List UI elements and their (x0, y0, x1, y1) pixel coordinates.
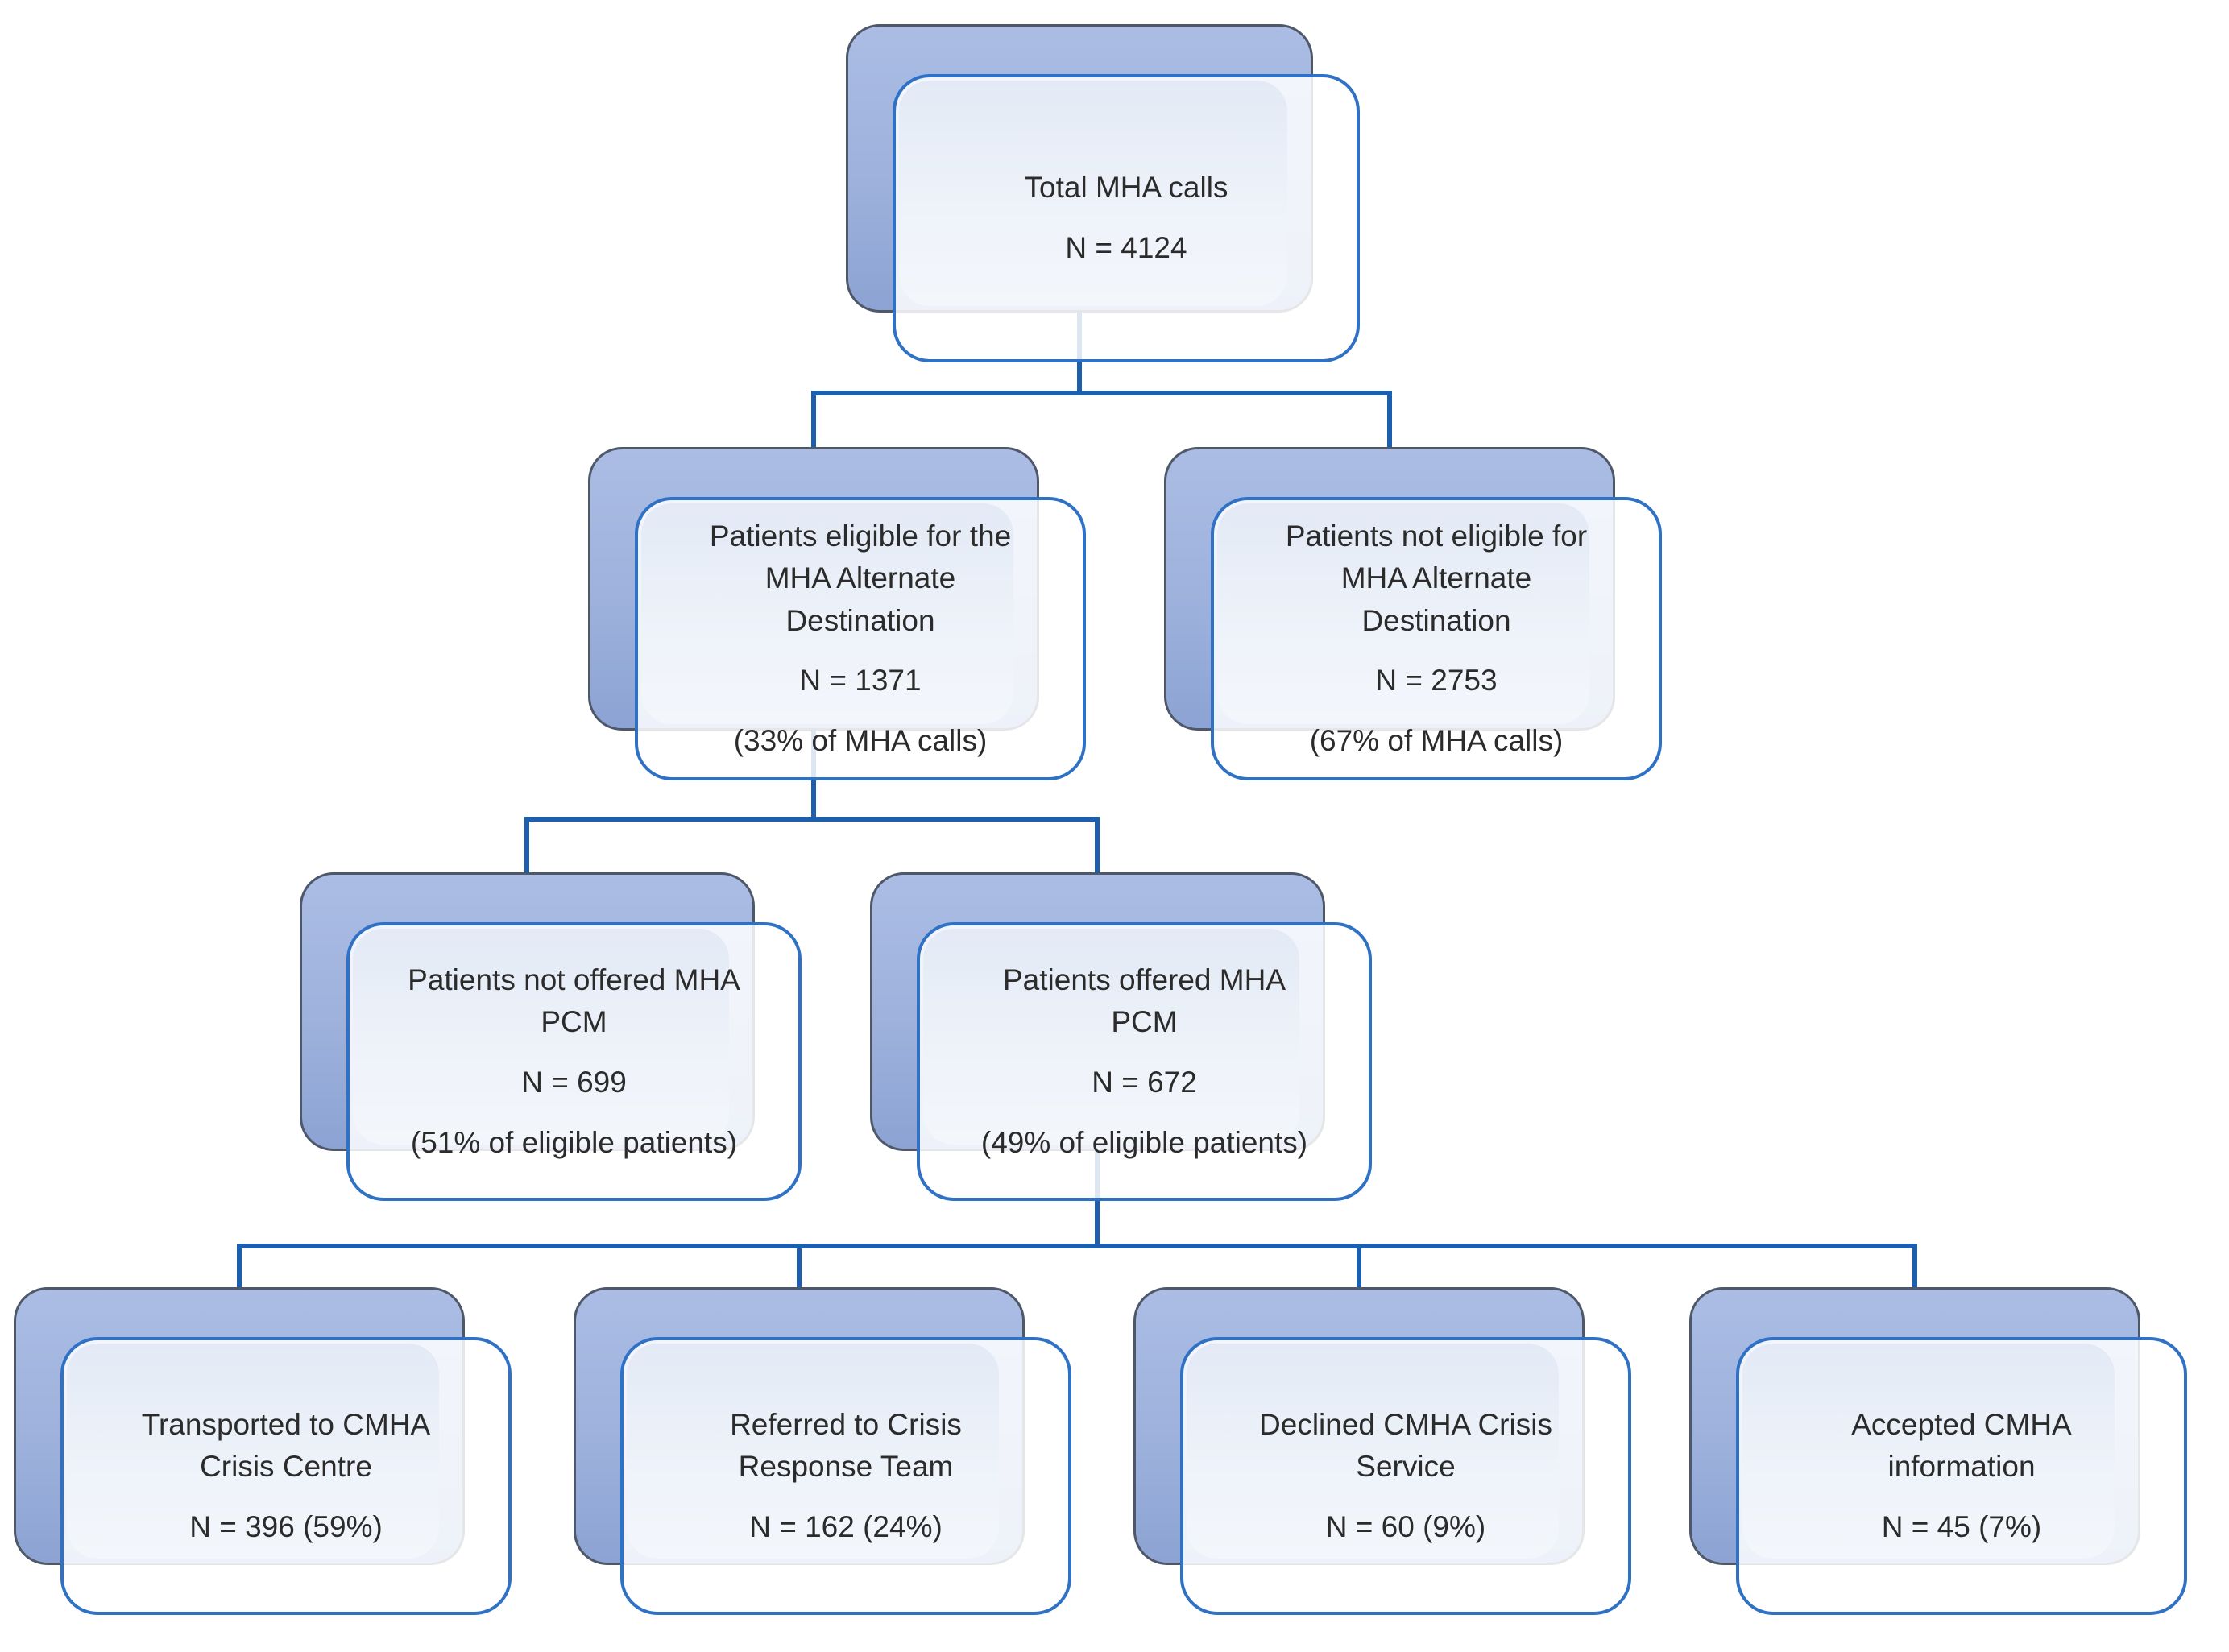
node-title: Transported to CMHA Crisis Centre (141, 1407, 431, 1484)
node-count: N = 2753 (1375, 664, 1498, 698)
connector-level2-horizontal (811, 391, 1392, 395)
node-count: N = 4124 (1065, 231, 1187, 264)
node-percent: (33% of MHA calls) (733, 723, 988, 757)
node-total-mha-calls: Total MHA calls N = 4124 (893, 74, 1360, 362)
node-percent: (67% of MHA calls) (1309, 723, 1564, 757)
node-percent: (49% of eligible patients) (980, 1125, 1308, 1159)
connector-drop-transported (237, 1244, 242, 1296)
connector-drop-accepted (1912, 1244, 1917, 1296)
node-count: N = 672 (1092, 1066, 1197, 1099)
node-accepted-information: Accepted CMHA information N = 45 (7%) (1736, 1337, 2187, 1615)
node-transported-crisis-centre: Transported to CMHA Crisis Centre N = 39… (60, 1337, 512, 1615)
node-referred-crisis-response: Referred to Crisis Response Team N = 162… (620, 1337, 1071, 1615)
node-title: Patients not offered MHA PCM (408, 963, 740, 1039)
node-title: Declined CMHA Crisis Service (1259, 1407, 1552, 1484)
node-count: N = 1371 (799, 664, 922, 698)
connector-drop-referred (797, 1244, 802, 1296)
node-count: N = 60 (9%) (1325, 1509, 1486, 1543)
node-count: N = 45 (7%) (1881, 1509, 2042, 1543)
connector-drop-eligible (811, 391, 816, 456)
connector-drop-not-offered (524, 817, 529, 881)
node-count: N = 396 (59%) (189, 1509, 383, 1543)
node-title: Total MHA calls (1024, 171, 1228, 205)
node-title: Patients offered MHA PCM (1003, 963, 1286, 1039)
connector-drop-not-eligible (1387, 391, 1392, 456)
connector-drop-offered (1095, 817, 1100, 881)
node-count: N = 162 (24%) (749, 1509, 943, 1543)
node-patients-eligible: Patients eligible for the MHA Alternate … (635, 497, 1086, 780)
node-patients-offered-pcm: Patients offered MHA PCM N = 672 (49% of… (917, 922, 1372, 1201)
node-title: Patients not eligible for MHA Alternate … (1285, 519, 1588, 637)
node-declined-crisis-service: Declined CMHA Crisis Service N = 60 (9%) (1180, 1337, 1631, 1615)
node-title: Accepted CMHA information (1851, 1407, 2072, 1484)
connector-level4-horizontal (237, 1244, 1917, 1248)
node-title: Patients eligible for the MHA Alternate … (709, 519, 1012, 637)
connector-drop-declined (1357, 1244, 1361, 1296)
connector-level3-horizontal (524, 817, 1100, 822)
node-patients-not-eligible: Patients not eligible for MHA Alternate … (1211, 497, 1662, 780)
node-patients-not-offered-pcm: Patients not offered MHA PCM N = 699 (51… (346, 922, 802, 1201)
node-count: N = 699 (521, 1066, 627, 1099)
node-percent: (51% of eligible patients) (410, 1125, 738, 1159)
node-title: Referred to Crisis Response Team (730, 1407, 962, 1484)
